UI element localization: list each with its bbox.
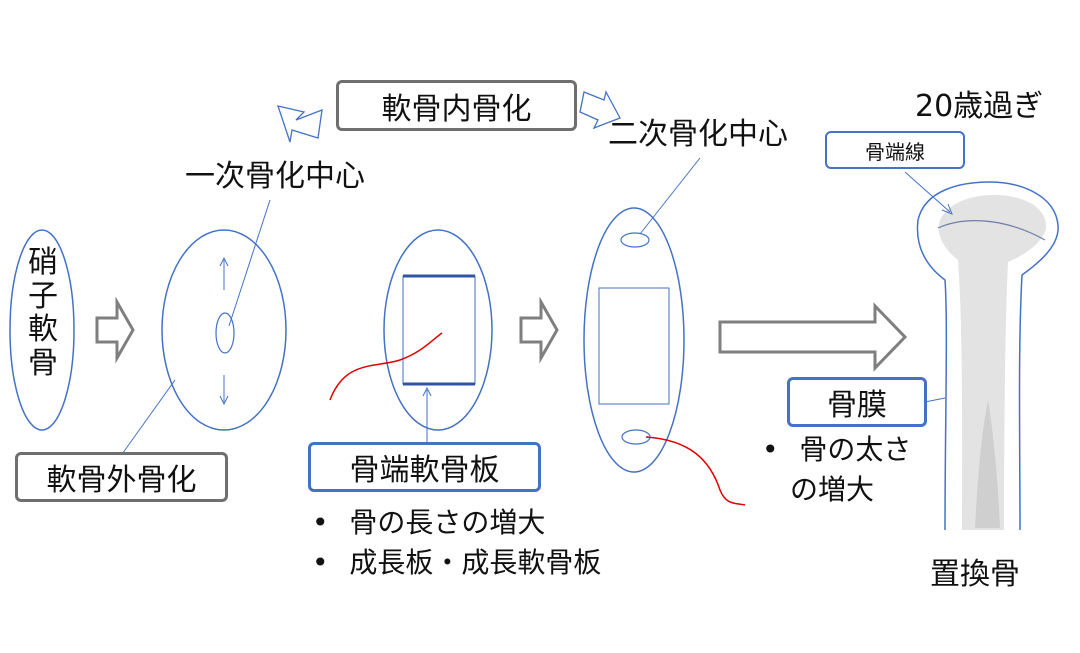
epiphyseal-line-label: 骨端線: [865, 139, 925, 164]
hyaline-char-2: 子: [28, 278, 58, 314]
epiphyseal-line: [937, 220, 1046, 241]
secondary-center-bottom: [621, 429, 651, 445]
hyaline-char-4: 骨: [28, 345, 58, 381]
stage-arrow-3: [718, 302, 908, 372]
stage-arrow-1: [95, 296, 135, 364]
bullet: •: [762, 433, 779, 466]
bullet: •: [312, 506, 329, 539]
primary-center-marker: [215, 312, 235, 354]
secondary-center-label: 二次骨化中心: [608, 117, 788, 152]
note-text: の増大: [790, 473, 875, 506]
note-text: 骨の太さ: [799, 433, 912, 466]
endochondral-arrow-left: [277, 105, 323, 143]
primary-center-leader: [228, 199, 271, 327]
secondary-center-top: [620, 232, 650, 248]
growth-plate-note-1: • 骨の長さの増大: [312, 503, 601, 543]
perichondral-label: 軟骨外骨化: [46, 463, 197, 498]
periosteum-leader: [924, 397, 946, 403]
perichondral-leader: [119, 379, 176, 458]
endochondral-ossification-box: 軟骨内骨化: [336, 80, 577, 131]
growth-plate-red-line: [329, 332, 443, 401]
endochondral-label: 軟骨内骨化: [381, 91, 532, 127]
primary-ossification-ellipse: [161, 229, 287, 431]
secondary-diaphysis-rect: [598, 287, 670, 405]
secondary-red-line: [645, 436, 746, 506]
growth-plate-box: 骨端軟骨板: [308, 442, 541, 492]
hyaline-cartilage-ellipse: [9, 229, 75, 431]
perichondral-ossification-box: 軟骨外骨化: [15, 452, 228, 502]
primary-center-label: 一次骨化中心: [185, 159, 365, 194]
periosteum-note-2: の増大: [762, 470, 911, 510]
age-label: 20歳過ぎ: [915, 89, 1044, 124]
secondary-ossification-ellipse: [583, 207, 685, 473]
periosteum-note-1: • 骨の太さ: [762, 430, 911, 470]
epiphyseal-line-leader: [904, 171, 951, 213]
diaphysis-bone-rect: [402, 275, 476, 385]
secondary-center-leader: [639, 157, 701, 235]
epiphyseal-line-box: 骨端線: [825, 131, 965, 169]
hyaline-cartilage-label: 硝 子 軟 骨: [26, 246, 60, 380]
growth-plate-note-2: • 成長板・成長軟骨板: [312, 543, 601, 583]
hyaline-char-3: 軟: [28, 312, 58, 348]
growth-plate-ellipse: [383, 229, 493, 431]
hyaline-char-1: 硝: [28, 245, 58, 280]
note-text: 骨の長さの増大: [349, 506, 546, 539]
note-text: 成長板・成長軟骨板: [349, 546, 602, 579]
growth-plate-notes: • 骨の長さの増大 • 成長板・成長軟骨板: [312, 503, 601, 583]
periosteum-notes: • 骨の太さ の増大: [762, 430, 911, 510]
stage-arrow-2: [519, 296, 559, 364]
periosteum-label: 骨膜: [827, 388, 887, 423]
mature-bone-marrow-core: [975, 400, 1000, 528]
replacement-bone-label: 置換骨: [930, 557, 1020, 592]
bullet: •: [312, 546, 329, 579]
periosteum-box: 骨膜: [787, 377, 927, 427]
mature-bone-medulla: [938, 195, 1047, 530]
endochondral-arrow-right: [579, 90, 621, 130]
growth-plate-label: 骨端軟骨板: [349, 453, 500, 488]
